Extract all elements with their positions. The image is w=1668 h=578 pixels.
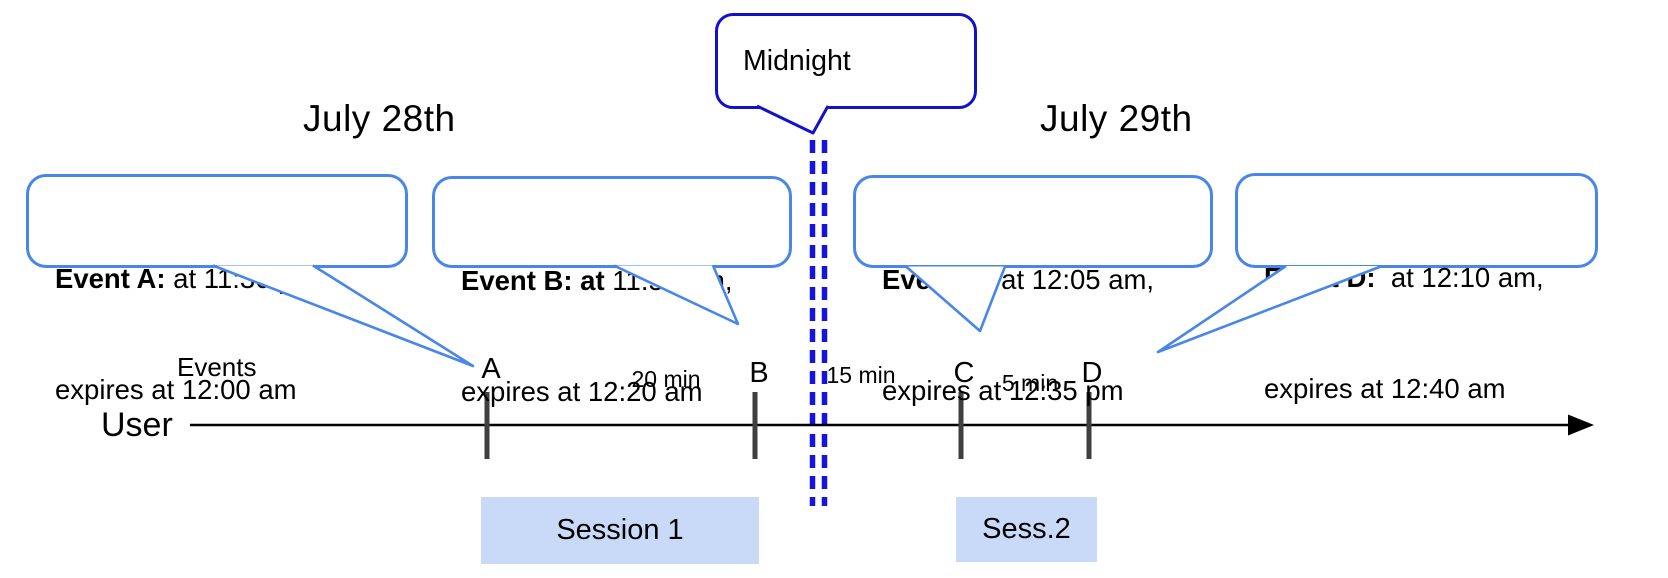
tick-a-label: A	[481, 353, 501, 385]
session-2-box: Sess.2	[956, 497, 1097, 562]
event-d-bubble: Event D: at 12:10 am, expires at 12:40 a…	[1235, 173, 1598, 404]
events-axis-label: Events	[177, 352, 257, 382]
tick-c-label: C	[953, 357, 975, 389]
event-c-bubble: Event C: at 12:05 am, expires at 12:35 p…	[853, 175, 1213, 406]
event-d-line2: expires at 12:40 am	[1264, 373, 1506, 404]
session-1-label: Session 1	[556, 514, 684, 546]
event-d-name: Event D:	[1264, 262, 1376, 293]
event-c-time: at 12:05 am,	[993, 264, 1155, 295]
tick-d-label: D	[1081, 357, 1103, 389]
interval-15min-label: 15 min	[826, 362, 896, 388]
user-axis-label: User	[101, 406, 173, 444]
event-a-bubble: Event A: at 11:30 pm, expires at 12:00 a…	[26, 174, 408, 405]
event-d-time: at 12:10 am,	[1375, 262, 1544, 293]
event-b-name: Event B: at	[461, 265, 605, 296]
event-c-line2: expires at 12:35 pm	[882, 375, 1124, 406]
event-a-name: Event A:	[55, 263, 166, 294]
session-1-box: Session 1	[481, 497, 759, 564]
event-b-time: 11:50 pm,	[604, 265, 733, 296]
timeline-arrowhead-icon	[1568, 414, 1594, 436]
event-b-line2: expires at 12:20 am	[461, 376, 703, 407]
day-title-july-28: July 28th	[303, 98, 456, 139]
midnight-bubble: Midnight	[715, 13, 977, 109]
interval-5min-label: 5 min	[1001, 370, 1059, 396]
midnight-label: Midnight	[743, 44, 851, 77]
day-title-july-29: July 29th	[1040, 98, 1193, 139]
event-a-time: at 11:30 pm,	[165, 263, 325, 294]
event-b-bubble: Event B: at 11:50 pm, expires at 12:20 a…	[432, 176, 792, 407]
event-c-name: Event C:	[882, 264, 994, 295]
event-b-line1: Event B: at 11:50 pm,	[461, 262, 789, 299]
interval-20min-label: 20 min	[631, 366, 701, 392]
tick-b-label: B	[749, 357, 769, 389]
event-c-line1: Event C: at 12:05 am,	[882, 261, 1210, 298]
event-a-line1: Event A: at 11:30 pm,	[55, 260, 405, 297]
event-a-line2: expires at 12:00 am	[55, 374, 297, 405]
session-2-label: Sess.2	[982, 513, 1071, 545]
event-d-line1: Event D: at 12:10 am,	[1264, 259, 1595, 296]
